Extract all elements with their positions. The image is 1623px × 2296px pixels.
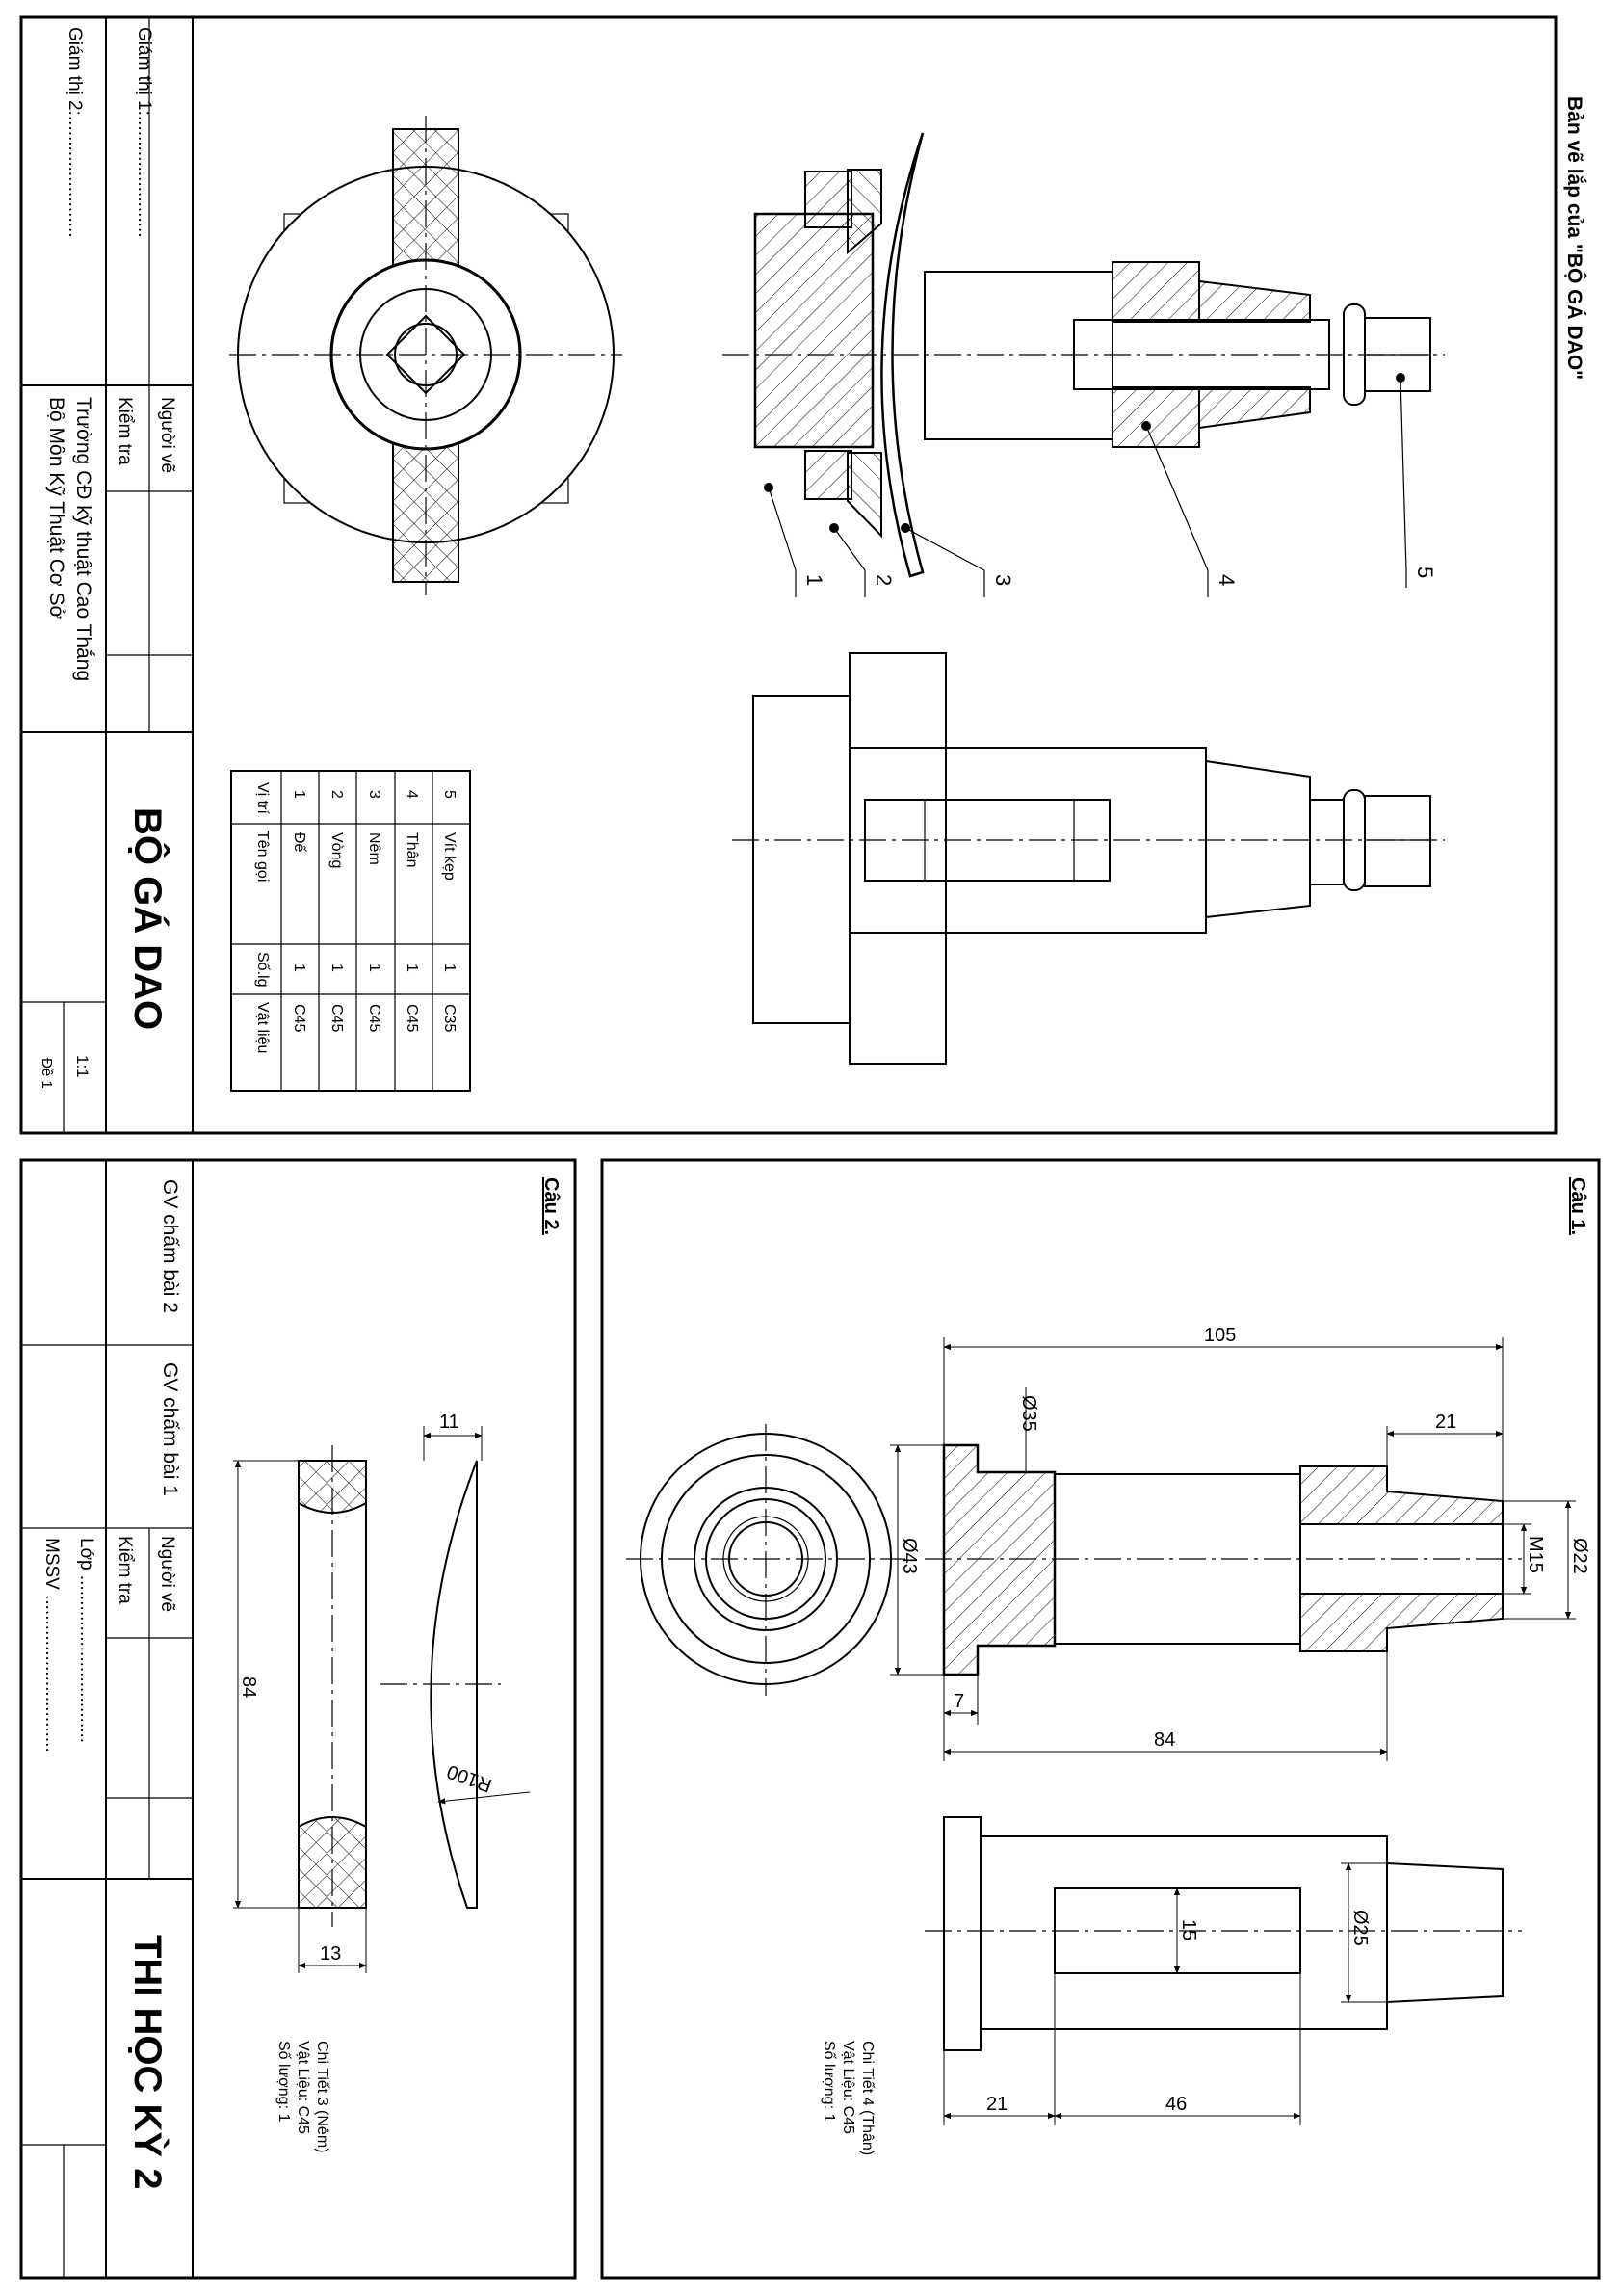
drawn-by-label: Người vẽ <box>157 397 177 473</box>
examiner1-label: Giám thị 1:........................ <box>134 27 154 238</box>
class-field: Lớp ................................. <box>76 1538 96 1743</box>
callout-3: 3 <box>991 574 1015 586</box>
table-row: C45 <box>328 1004 345 1032</box>
table-row: C45 <box>366 1004 382 1032</box>
dim-105: 105 <box>1204 1325 1236 1346</box>
assembly-end-view <box>229 116 622 595</box>
table-row: 2 <box>328 790 345 799</box>
table-row: 1 <box>404 963 420 972</box>
exam-drawn-by-label: Người vẽ <box>157 1536 177 1612</box>
body-side-view: Ø25 15 21 46 Chi Tiết 4 (Thân) Vật Liệu:… <box>821 1816 1522 2155</box>
table-row: 1 <box>291 963 307 972</box>
table-row: 3 <box>366 790 382 799</box>
checked-by-label: Kiểm tra <box>115 397 135 465</box>
dim-84: 84 <box>238 1676 259 1698</box>
grader2-label: GV chấm bài 2 <box>159 1179 181 1313</box>
body-note-line1: Chi Tiết 4 (Thân) <box>859 2041 876 2155</box>
examiner2-label: Giám thị 2:........................ <box>65 27 85 238</box>
table-row: C45 <box>291 1004 307 1032</box>
dim-7: 7 <box>954 1691 964 1712</box>
body-note-line3: Số lượng: 1 <box>821 2041 837 2122</box>
question2-frame: GV chấm bài 2 GV chấm bài 1 Người vẽ Kiể… <box>19 1158 577 2280</box>
callout-2: 2 <box>872 574 896 586</box>
dim-dia43: Ø43 <box>899 1538 920 1574</box>
exam-title: THI HỌC KỲ 2 <box>126 1935 170 2189</box>
parts-table: Vị trí Tên gọi Số.lg Vật liệu 5 Vít kẹp … <box>230 770 471 1092</box>
table-row: 1 <box>328 963 345 972</box>
scale-label: 1:1 <box>73 1055 92 1078</box>
wedge-note-line3: Số lượng: 1 <box>275 2041 292 2122</box>
assembly-frame: Người vẽ Kiểm tra Giám thị 1:...........… <box>19 15 1586 1135</box>
student-id-field: MSSV ............................... <box>41 1538 62 1753</box>
dim-46: 46 <box>1165 2094 1187 2115</box>
dim-21-bottom: 21 <box>986 2094 1008 2115</box>
wedge-note-line1: Chi Tiết 3 (Nêm) <box>314 2041 330 2152</box>
assembly-callouts: 1 2 3 4 5 <box>764 373 1437 597</box>
callout-1: 1 <box>802 574 826 586</box>
school-name: Trường CĐ kỹ thuật Cao Thắng <box>72 397 94 681</box>
dim-r100: R100 <box>444 1760 494 1796</box>
callout-4: 4 <box>1215 574 1239 586</box>
table-row: Vòng <box>328 832 345 868</box>
table-row: 1 <box>291 790 307 799</box>
assembly-heading: Bản vẽ lắp của "BỘ GÁ DAO" <box>1563 96 1586 380</box>
table-row: C35 <box>441 1004 458 1032</box>
table-header-name: Tên gọi <box>254 831 271 882</box>
question1-label: Câu 1. <box>1567 1177 1588 1235</box>
wedge-note-line2: Vật Liệu: C45 <box>295 2041 311 2134</box>
dim-84-body: 84 <box>1154 1729 1175 1751</box>
dim-dia25: Ø25 <box>1349 1910 1371 1946</box>
grader1-label: GV chấm bài 1 <box>159 1362 181 1496</box>
callout-5: 5 <box>1413 567 1437 578</box>
table-row: Thân <box>404 832 420 867</box>
table-row: 4 <box>404 790 420 799</box>
dim-dia35: Ø35 <box>1018 1395 1039 1432</box>
assembly-title: BỘ GÁ DAO <box>126 807 170 1030</box>
body-section-view: 105 Ø35 21 Ø43 M15 Ø22 7 84 <box>890 1325 1590 1761</box>
body-end-view <box>626 1424 905 1696</box>
table-row: 1 <box>441 963 458 972</box>
dim-15: 15 <box>1178 1919 1199 1940</box>
table-row: Nêm <box>366 832 382 865</box>
dim-13: 13 <box>320 1943 341 1965</box>
table-row: Vít kẹp <box>441 832 458 881</box>
sheet-label: Đề 1 <box>39 1058 55 1089</box>
assembly-section-view <box>722 132 1445 578</box>
dim-11: 11 <box>439 1412 459 1433</box>
dim-dia22: Ø22 <box>1569 1538 1590 1574</box>
question1-frame: Câu 1. 105 Ø35 <box>600 1158 1601 2280</box>
dim-21-top: 21 <box>1435 1412 1456 1433</box>
table-row: Đế <box>291 832 307 853</box>
assembly-side-view <box>732 652 1445 1065</box>
wedge-part-drawing: 11 84 R100 13 Chi Tiết 3 (Nêm) Vật Liệu:… <box>233 1412 531 2152</box>
exam-checked-by-label: Kiểm tra <box>115 1536 135 1604</box>
table-row: 1 <box>366 963 382 972</box>
table-header-qty: Số.lg <box>254 952 271 987</box>
table-header-material: Vật liệu <box>254 1002 271 1053</box>
department-name: Bộ Môn Kỹ Thuật Cơ Sở <box>45 397 67 619</box>
table-row: C45 <box>404 1004 420 1032</box>
question2-label: Câu 2. <box>540 1177 562 1235</box>
assembly-title-strip: Người vẽ Kiểm tra Giám thị 1:...........… <box>21 17 194 1133</box>
dim-m15: M15 <box>1525 1536 1546 1573</box>
table-header-position: Vị trí <box>254 782 271 814</box>
table-row: 5 <box>441 790 458 799</box>
body-note-line2: Vật Liệu: C45 <box>840 2041 856 2134</box>
